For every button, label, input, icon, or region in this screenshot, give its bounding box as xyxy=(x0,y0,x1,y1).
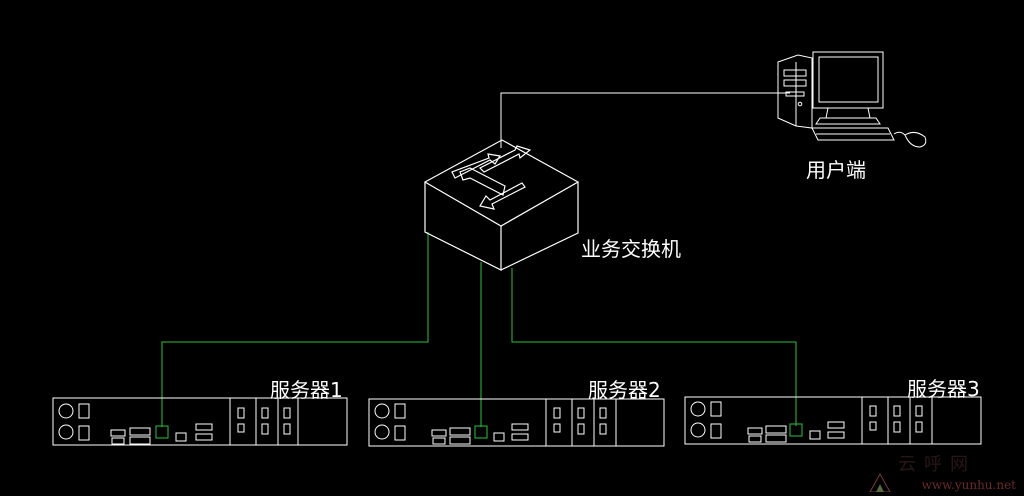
link-switch-client xyxy=(500,92,790,148)
client-label: 用户端 xyxy=(806,158,866,182)
watermark-text: www.yunhu.net xyxy=(921,478,1016,492)
site-watermark: 云 呼 网 www.yunhu.net xyxy=(868,452,1018,493)
svg-text:云: 云 xyxy=(898,454,916,475)
server-1-label: 服务器1 xyxy=(270,378,343,402)
desktop-computer-icon xyxy=(777,51,927,148)
switch-icon xyxy=(423,139,580,271)
server-3-icon xyxy=(684,396,982,445)
server-2-icon xyxy=(368,398,665,447)
server-2-label: 服务器2 xyxy=(588,378,661,402)
svg-text:网: 网 xyxy=(950,454,968,475)
link-switch-server3 xyxy=(511,268,797,426)
server-3-label: 服务器3 xyxy=(907,377,980,401)
svg-text:呼: 呼 xyxy=(924,454,942,475)
switch-label: 业务交换机 xyxy=(581,237,681,261)
watermark-logo-icon: 云 呼 网 xyxy=(869,454,968,493)
link-switch-server1 xyxy=(161,232,429,427)
server-1-icon xyxy=(52,397,348,446)
